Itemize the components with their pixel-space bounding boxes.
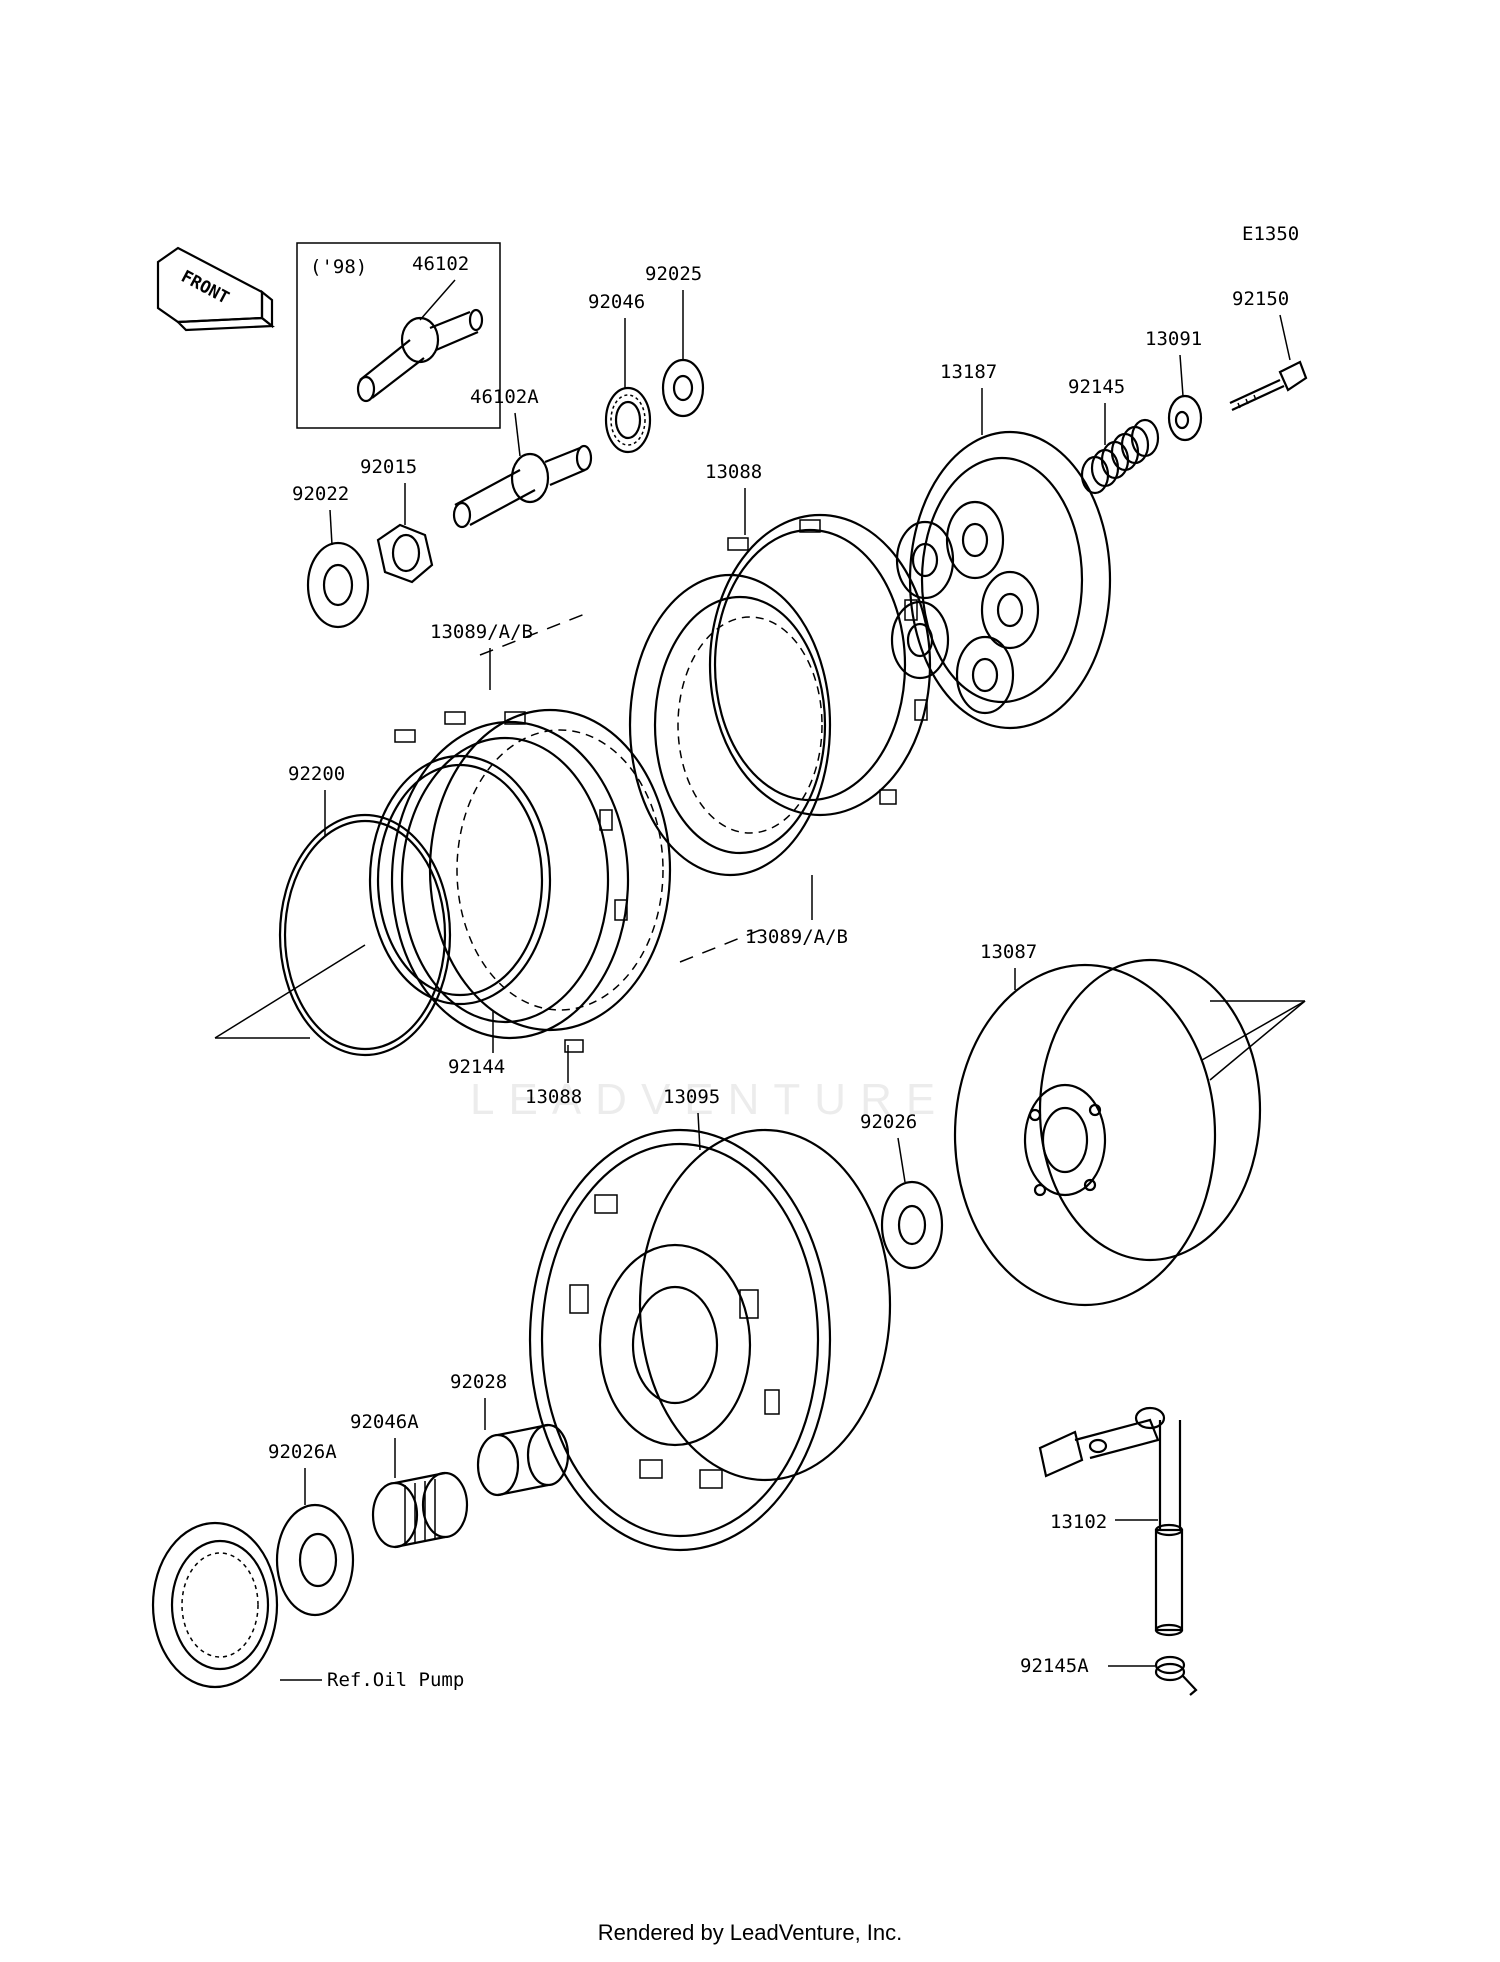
front-arrow-icon: FRONT (156, 246, 275, 332)
diagram-code: E1350 (1242, 223, 1299, 245)
ring-92144 (368, 754, 552, 1006)
inset-98-box: ('98) (296, 242, 501, 429)
spring-92145 (1080, 418, 1160, 495)
bearing-92046 (604, 386, 652, 454)
needle-bearing-92046A (371, 1471, 469, 1549)
push-rod-46102A (452, 444, 593, 529)
nut-92015 (376, 523, 434, 584)
part-label-92028: 92028 (450, 1371, 507, 1393)
part-label-13102: 13102 (1050, 1511, 1107, 1533)
part-label-13091: 13091 (1145, 328, 1202, 350)
washer-92025 (661, 358, 705, 418)
part-label-13095: 13095 (663, 1086, 720, 1108)
part-label-92015: 92015 (360, 456, 417, 478)
pressure-plate-13187 (890, 430, 1112, 730)
part-label-92144: 92144 (448, 1056, 505, 1078)
ref-oil-pump-label: Ref.Oil Pump (327, 1669, 464, 1691)
oil-pump-gear (151, 1521, 279, 1689)
footer-credit: Rendered by LeadVenture, Inc. (597, 1920, 903, 1945)
part-label-92025: 92025 (645, 263, 702, 285)
washer-92026 (880, 1180, 944, 1270)
part-label-92046: 92046 (588, 291, 645, 313)
bolt-92150 (1229, 360, 1308, 411)
part-label-92046A: 92046A (350, 1411, 419, 1433)
part-label-92145: 92145 (1068, 376, 1125, 398)
part-label-13087: 13087 (980, 941, 1037, 963)
washer-92026A (275, 1503, 355, 1617)
ring-92200 (214, 813, 452, 1057)
part-label-92200: 92200 (288, 763, 345, 785)
steel-plate-13089-top (628, 573, 832, 877)
release-shaft-13102 (1038, 1406, 1184, 1637)
spring-seat-13091 (1167, 394, 1203, 442)
sleeve-92028 (476, 1423, 570, 1497)
spring-92145A (1154, 1655, 1198, 1696)
part-label-46102: 46102 (412, 253, 469, 275)
part-label-92026A: 92026A (268, 1441, 337, 1463)
part-label-46102A: 46102A (470, 386, 539, 408)
part-label-13089-top: 13089/A/B (430, 621, 533, 643)
part-label-13088-top: 13088 (705, 461, 762, 483)
part-label-92145A: 92145A (1020, 1655, 1089, 1677)
part-label-13187: 13187 (940, 361, 997, 383)
part-label-92150: 92150 (1232, 288, 1289, 310)
part-label-13089-bottom: 13089/A/B (745, 926, 848, 948)
watermark: LEADVENTURE (470, 1075, 950, 1124)
part-label-92026: 92026 (860, 1111, 917, 1133)
clutch-hub-13087 (953, 958, 1306, 1307)
inset-label: ('98) (310, 256, 367, 278)
part-label-92022: 92022 (292, 483, 349, 505)
washer-92022 (306, 541, 370, 629)
part-label-13088-bottom: 13088 (525, 1086, 582, 1108)
clutch-housing-13095 (528, 1128, 892, 1552)
friction-plate-13088-bottom (390, 711, 630, 1053)
